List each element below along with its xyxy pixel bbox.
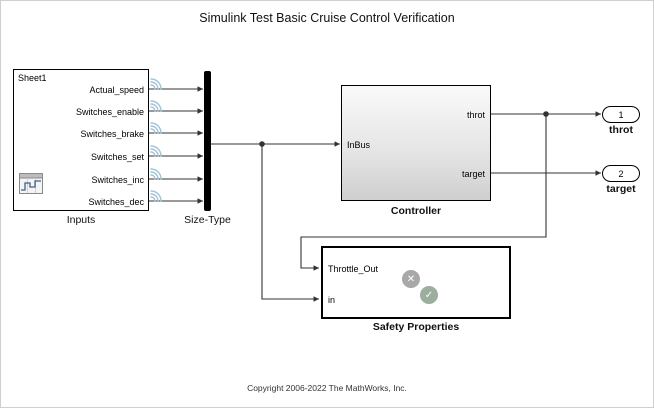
outport-2-number: 2	[618, 168, 624, 179]
controller-outport-label-throt: throt	[466, 110, 485, 120]
safety-block-name: Safety Properties	[372, 321, 460, 333]
signal-streaming-icon[interactable]	[150, 76, 164, 90]
copyright-text: Copyright 2006-2022 The MathWorks, Inc.	[247, 383, 407, 393]
outport-2-name: target	[606, 183, 636, 195]
port-label-switches-enable: Switches_enable	[75, 107, 144, 117]
cross-glyph: ✕	[406, 273, 416, 285]
port-label-switches-set: Switches_set	[90, 152, 144, 162]
mux-block-name: Size-Type	[184, 214, 231, 226]
inputs-block-name: Inputs	[66, 214, 96, 226]
signal-streaming-icon[interactable]	[150, 120, 164, 134]
controller-block[interactable]: InBus throt target	[341, 85, 491, 201]
signal-streaming-icon[interactable]	[150, 188, 164, 202]
safety-inport-label-throttle-out: Throttle_Out	[328, 264, 379, 274]
verify-fail-icon: ✕	[401, 269, 421, 289]
signal-streaming-icon[interactable]	[150, 166, 164, 180]
branch-dot	[543, 111, 549, 117]
safety-inport-label-in: in	[328, 295, 336, 305]
outport-1-name: throt	[609, 124, 633, 136]
safety-properties-block[interactable]: Throttle_Out in ✕ ✓	[321, 246, 511, 319]
outport-2[interactable]: 2	[602, 165, 640, 182]
sheet-label: Sheet1	[18, 73, 47, 83]
signal-editor-icon	[19, 173, 43, 194]
port-label-switches-dec: Switches_dec	[88, 197, 144, 207]
port-label-switches-inc: Switches_inc	[91, 175, 144, 185]
inputs-block[interactable]: Sheet1 Actual_speed Switches_enable Swit…	[13, 69, 149, 211]
signal-streaming-icon[interactable]	[150, 98, 164, 112]
model-title: Simulink Test Basic Cruise Control Verif…	[199, 11, 455, 25]
outport-1[interactable]: 1	[602, 106, 640, 123]
controller-block-name: Controller	[390, 205, 442, 217]
check-glyph: ✓	[424, 289, 434, 301]
controller-inport-label: InBus	[347, 140, 371, 150]
size-type-mux-block[interactable]	[204, 71, 211, 211]
port-label-switches-brake: Switches_brake	[80, 129, 144, 139]
controller-outport-label-target: target	[461, 169, 485, 179]
port-label-actual-speed: Actual_speed	[89, 85, 144, 95]
outport-1-number: 1	[618, 109, 624, 120]
branch-dot	[259, 141, 265, 147]
signal-streaming-icon[interactable]	[150, 143, 164, 157]
verify-pass-icon: ✓	[419, 285, 439, 305]
